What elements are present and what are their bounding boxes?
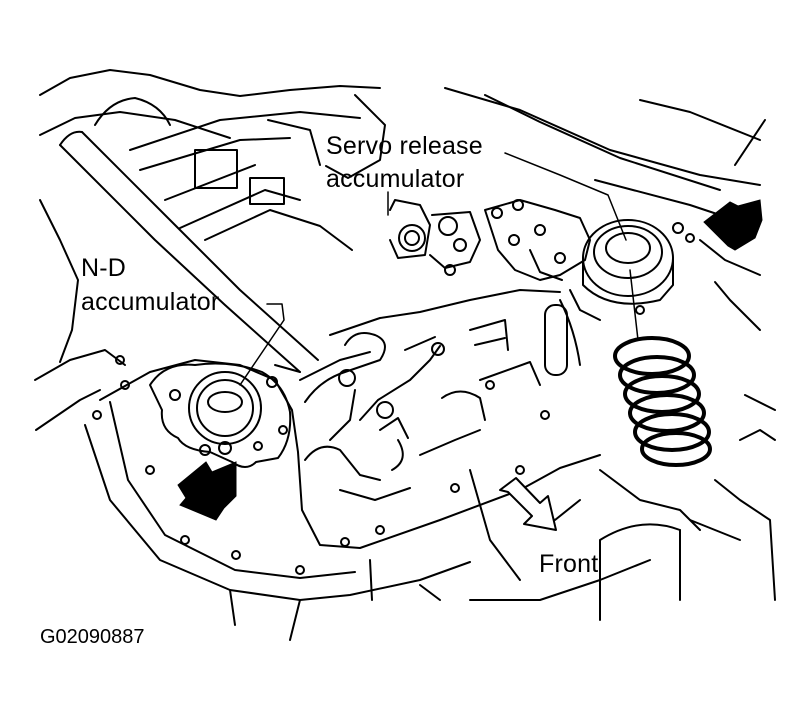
figure-id: G02090887 xyxy=(40,626,145,648)
servo-release-label-line1: Servo release xyxy=(326,132,483,160)
line-art xyxy=(34,69,776,641)
nd-accumulator-label-line2: accumulator xyxy=(81,288,220,316)
front-label: Front xyxy=(539,550,599,578)
coil-spring-icon xyxy=(613,269,712,467)
servo-release-label-line2: accumulator xyxy=(326,165,465,193)
left-filled-arrow-icon xyxy=(177,461,237,521)
front-outline-arrow-icon xyxy=(499,477,557,531)
nd-accumulator-label-line1: N-D xyxy=(81,254,127,282)
right-filled-arrow-icon xyxy=(703,199,763,251)
